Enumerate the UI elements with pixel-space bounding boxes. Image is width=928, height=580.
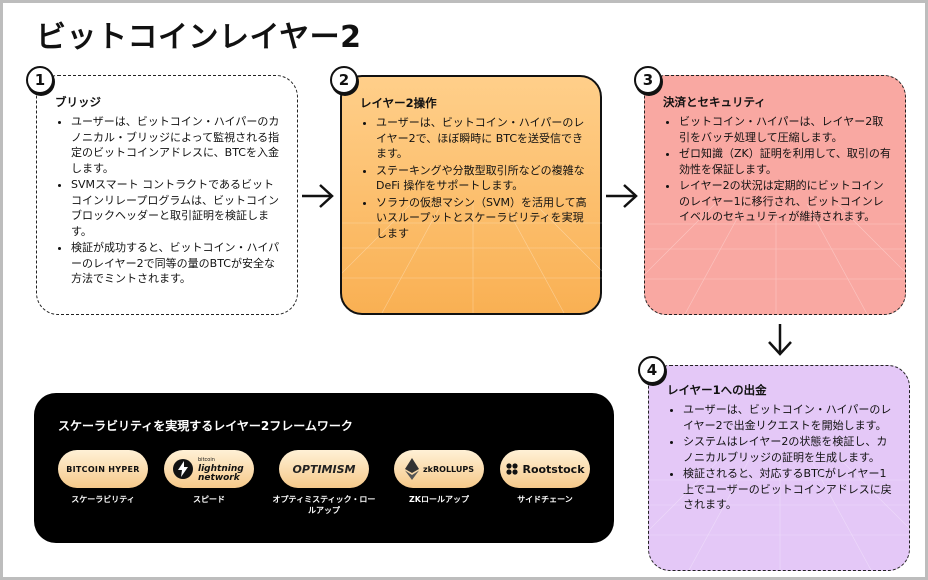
framework-label: サイドチェーン [517,495,573,504]
step-card-layer1-withdrawal: レイヤー1への出金 ユーザーは、ビットコイン・ハイパーのレイヤー2で出金リクエス… [648,365,911,571]
step-item: ソラナの仮想マシン（SVM）を活用して高いスループットとスケーラビリティを実現し… [376,195,588,242]
lightning-network-logo: bitcoin lightning network [164,450,254,488]
step-number-badge: 3 [634,66,662,94]
step-list: ユーザーは、ビットコイン・ハイパーのカノニカル・ブリッジによって監視される指定の… [55,114,285,287]
frameworks-title: スケーラビリティを実現するレイヤー2フレームワーク [58,419,353,433]
step-item: 検証されると、対応するBTCがレイヤー1上でユーザーのビットコインアドレスに戻さ… [683,466,897,513]
page-title: ビットコインレイヤー2 [36,20,362,55]
arrow-down-icon [768,324,792,356]
logo-text: zkROLLUPS [423,464,474,474]
step-number-badge: 4 [638,356,666,384]
frameworks-panel: スケーラビリティを実現するレイヤー2フレームワーク BITCOIN HYPER … [34,393,614,543]
step-item: 検証が成功すると、ビットコイン・ハイパーのレイヤー2で同等の量のBTCが安全な方… [71,240,285,287]
framework-label: スピード [193,495,225,504]
step-title: 決済とセキュリティ [663,95,766,109]
step-list: ビットコイン・ハイパーは、レイヤー2取引をバッチ処理して圧縮します。 ゼロ知識（… [663,114,893,225]
framework-lightning-network: bitcoin lightning network スピード [164,450,254,505]
logo-subtext: bitcoin [198,456,215,463]
step-list: ユーザーは、ビットコイン・ハイパーのレイヤー2で、ほぼ瞬時に BTCを送受信でき… [360,115,588,241]
step-item: ステーキングや分散型取引所などの複雑なDeFi 操作をサポートします。 [376,163,588,194]
step-item: ユーザーは、ビットコイン・ハイパーのレイヤー2で出金リクエストを開始します。 [683,402,897,433]
step-card-settlement-security: 決済とセキュリティ ビットコイン・ハイパーは、レイヤー2取引をバッチ処理して圧縮… [644,75,907,315]
logo-text: Rootstock [522,462,585,476]
bitcoin-hyper-logo: BITCOIN HYPER [58,450,148,488]
step-title: レイヤー2操作 [360,96,437,110]
logo-text: lightning network [198,463,244,483]
step-card-bridge: ブリッジ ユーザーは、ビットコイン・ハイパーのカノニカル・ブリッジによって監視さ… [36,75,298,315]
logo-text: OPTIMISM [292,462,356,476]
step-item: SVMスマート コントラクトであるビットコインリレープログラムは、ビットコインブ… [71,177,285,239]
step-item: レイヤー2の状況は定期的にビットコインのレイヤー1に移行され、ビットコインレイベ… [679,178,893,225]
step-item: ゼロ知識（ZK）証明を利用して、取引の有効性を保証します。 [679,146,893,177]
logo-text: BITCOIN HYPER [66,464,140,474]
framework-optimism: OPTIMISM オプティミスティック・ロールアップ [272,450,376,516]
zk-rollups-logo: zkROLLUPS [394,450,484,488]
optimism-logo: OPTIMISM [279,450,369,488]
ethereum-diamond-icon [405,458,420,480]
step-item: ユーザーは、ビットコイン・ハイパーのカノニカル・ブリッジによって監視される指定の… [71,114,285,176]
step-number-badge: 2 [330,66,358,94]
framework-zk-rollups: zkROLLUPS ZKロールアップ [394,450,484,505]
step-title: ブリッジ [55,95,101,109]
step-item: ユーザーは、ビットコイン・ハイパーのレイヤー2で、ほぼ瞬時に BTCを送受信でき… [376,115,588,162]
step-list: ユーザーは、ビットコイン・ハイパーのレイヤー2で出金リクエストを開始します。 シ… [667,402,897,513]
step-item: システムはレイヤー2の状態を検証し、カノニカルブリッジの証明を生成します。 [683,434,897,465]
step-number-badge: 1 [26,66,54,94]
framework-label: ZKロールアップ [409,495,469,504]
arrow-right-icon [606,184,638,208]
rootstock-logo: Rootstock [500,450,590,488]
framework-label: オプティミスティック・ロールアップ [272,495,376,515]
step-card-layer2-operations: レイヤー2操作 ユーザーは、ビットコイン・ハイパーのレイヤー2で、ほぼ瞬時に B… [340,75,604,315]
framework-rootstock: Rootstock サイドチェーン [500,450,590,505]
step-item: ビットコイン・ハイパーは、レイヤー2取引をバッチ処理して圧縮します。 [679,114,893,145]
lightning-bolt-icon [173,459,193,479]
framework-bitcoin-hyper: BITCOIN HYPER スケーラビリティ [58,450,148,505]
framework-label: スケーラビリティ [71,495,135,504]
rootstock-icon [506,463,519,475]
arrow-right-icon [302,184,334,208]
step-title: レイヤー1への出金 [667,383,767,397]
